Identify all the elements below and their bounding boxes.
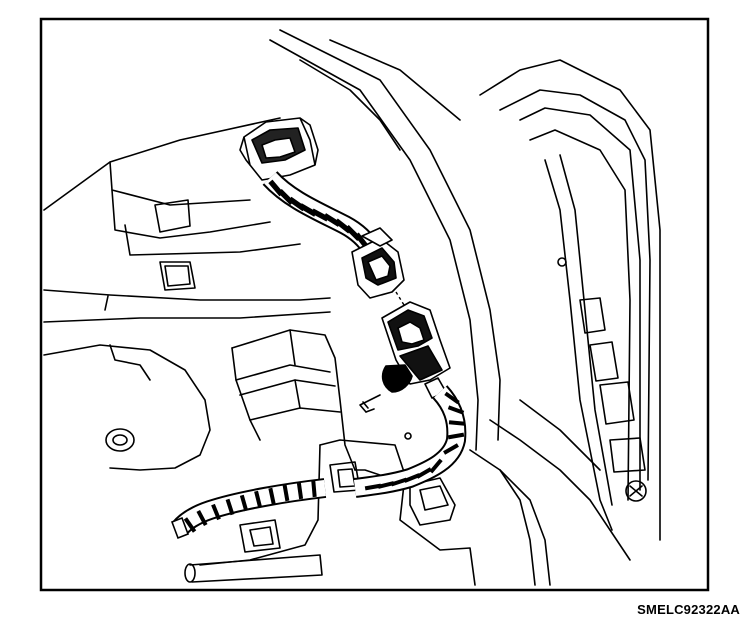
sill-edges [469,399,631,586]
door-frame [479,59,661,541]
harness-plug [351,227,405,299]
floor-rod [184,554,323,583]
upper-harness-connector [239,117,319,181]
interior-trim-panel [43,117,331,323]
figure-frame [39,17,710,592]
upper-trim-edge [269,29,501,451]
connection-guide-line [395,291,405,306]
harness-sleeve-lower [353,385,467,498]
wheel-arch [43,344,211,471]
figure-code-label: SMELC92322AA [637,602,740,617]
harness-sleeve-upper [262,171,381,256]
harness-sleeve-floor [170,478,327,540]
